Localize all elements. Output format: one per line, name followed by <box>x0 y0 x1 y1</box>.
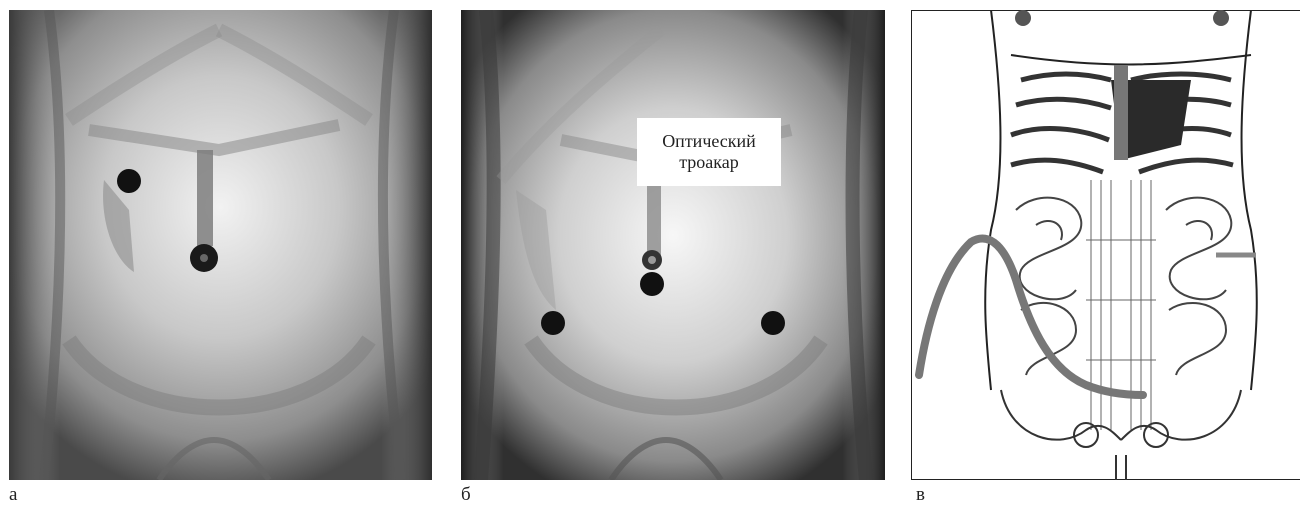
caption-b: б <box>461 484 471 506</box>
left-trocar-marker <box>541 311 565 335</box>
abdomen-photo-b <box>461 10 885 480</box>
optical-trocar-marker <box>640 272 664 296</box>
abdomen-photo-a <box>9 10 432 480</box>
optical-trocar-label: Оптический троакар <box>637 118 781 186</box>
optical-trocar-label-line2: троакар <box>679 152 739 173</box>
trocar-point-marker <box>117 169 141 193</box>
caption-a: а <box>9 484 17 506</box>
right-trocar-marker <box>761 311 785 335</box>
optical-trocar-label-line1: Оптический <box>662 131 756 152</box>
caption-c: в <box>916 484 925 506</box>
panel-a-photo <box>9 10 432 480</box>
panel-b-photo: Оптический троакар <box>461 10 885 480</box>
anatomy-drawing <box>911 10 1300 480</box>
panel-c-drawing <box>911 10 1300 480</box>
